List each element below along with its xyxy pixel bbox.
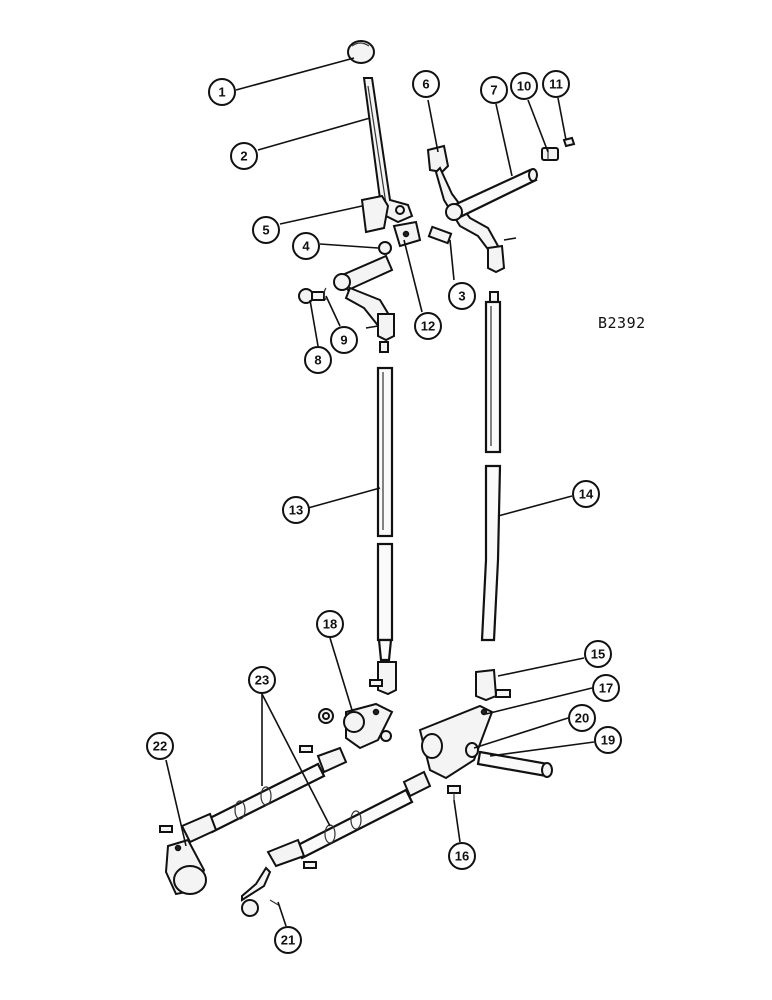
clevis-part-15	[475, 668, 511, 702]
svg-text:20: 20	[575, 711, 589, 726]
clevis-upper-left	[365, 313, 395, 353]
svg-text:2: 2	[240, 149, 247, 164]
screw-part-8	[298, 288, 325, 304]
shift-rod-part-13	[376, 366, 394, 662]
bolt-part-16	[447, 785, 461, 800]
shaft-part-7	[445, 168, 538, 221]
shift-lever-part	[362, 77, 414, 224]
svg-text:22: 22	[153, 739, 167, 754]
callout-3: 3	[448, 282, 476, 310]
callout-16-lower: 16	[448, 842, 476, 870]
callout-8: 8	[304, 346, 332, 374]
callout-2: 2	[230, 142, 258, 170]
svg-text:6: 6	[422, 77, 429, 92]
callout-16-upper: 18	[316, 610, 344, 638]
svg-text:4: 4	[302, 239, 310, 254]
callout-7: 7	[480, 76, 508, 104]
svg-text:5: 5	[262, 223, 269, 238]
callout-10: 10	[510, 72, 538, 100]
callout-11: 11	[542, 70, 570, 98]
svg-text:16: 16	[455, 849, 469, 864]
leader-lines	[165, 57, 595, 927]
callout-15: 15	[584, 640, 612, 668]
svg-text:23: 23	[255, 673, 269, 688]
linkage-rod-upper	[159, 745, 348, 844]
callout-23: 23	[248, 666, 276, 694]
callout-17: 17	[592, 674, 620, 702]
svg-text:18: 18	[323, 617, 337, 632]
washer-part-9	[323, 287, 327, 301]
callout-1: 1	[208, 78, 236, 106]
clevis-upper-right	[487, 237, 517, 303]
svg-text:3: 3	[458, 289, 465, 304]
svg-text:11: 11	[549, 77, 563, 92]
callout-6: 6	[412, 70, 440, 98]
clevis-lower-left	[369, 661, 397, 696]
callout-5: 5	[252, 216, 280, 244]
callout-13: 13	[282, 496, 310, 524]
svg-text:1: 1	[218, 85, 225, 100]
callout-9: 9	[330, 326, 358, 354]
block-part-12	[392, 220, 422, 248]
callout-19: 19	[594, 726, 622, 754]
bolt-part-10	[541, 147, 559, 161]
svg-text:21: 21	[281, 933, 295, 948]
callout-22: 22	[146, 732, 174, 760]
nut-part-4	[378, 241, 392, 255]
svg-text:10: 10	[517, 79, 531, 94]
svg-text:19: 19	[601, 733, 615, 748]
lever-part-21	[241, 866, 281, 917]
svg-text:15: 15	[591, 647, 605, 662]
lever-part-22	[164, 838, 207, 896]
svg-text:8: 8	[314, 353, 321, 368]
washer-part-20	[465, 742, 479, 758]
svg-text:9: 9	[340, 333, 347, 348]
callout-14: 14	[572, 480, 600, 508]
bracket-part-5	[360, 194, 390, 234]
svg-text:7: 7	[490, 83, 497, 98]
pin-part-11	[562, 136, 576, 148]
callout-12: 12	[414, 312, 442, 340]
svg-text:13: 13	[289, 503, 303, 518]
knob-part	[347, 40, 375, 64]
svg-text:17: 17	[599, 681, 613, 696]
linkage-rod-lower	[266, 770, 432, 869]
svg-text:14: 14	[579, 487, 594, 502]
figure-reference-id: B2392	[598, 314, 646, 332]
pin-part-3	[427, 225, 453, 245]
washer-part	[318, 708, 334, 724]
callout-4: 4	[292, 232, 320, 260]
bellcrank-part-17	[418, 704, 494, 780]
callout-21: 21	[274, 926, 302, 954]
svg-text:12: 12	[421, 319, 435, 334]
shaft-part-19	[476, 750, 553, 778]
bellcrank-part-18	[343, 702, 394, 750]
callout-20: 20	[568, 704, 596, 732]
shift-rod-part-14	[480, 300, 502, 642]
